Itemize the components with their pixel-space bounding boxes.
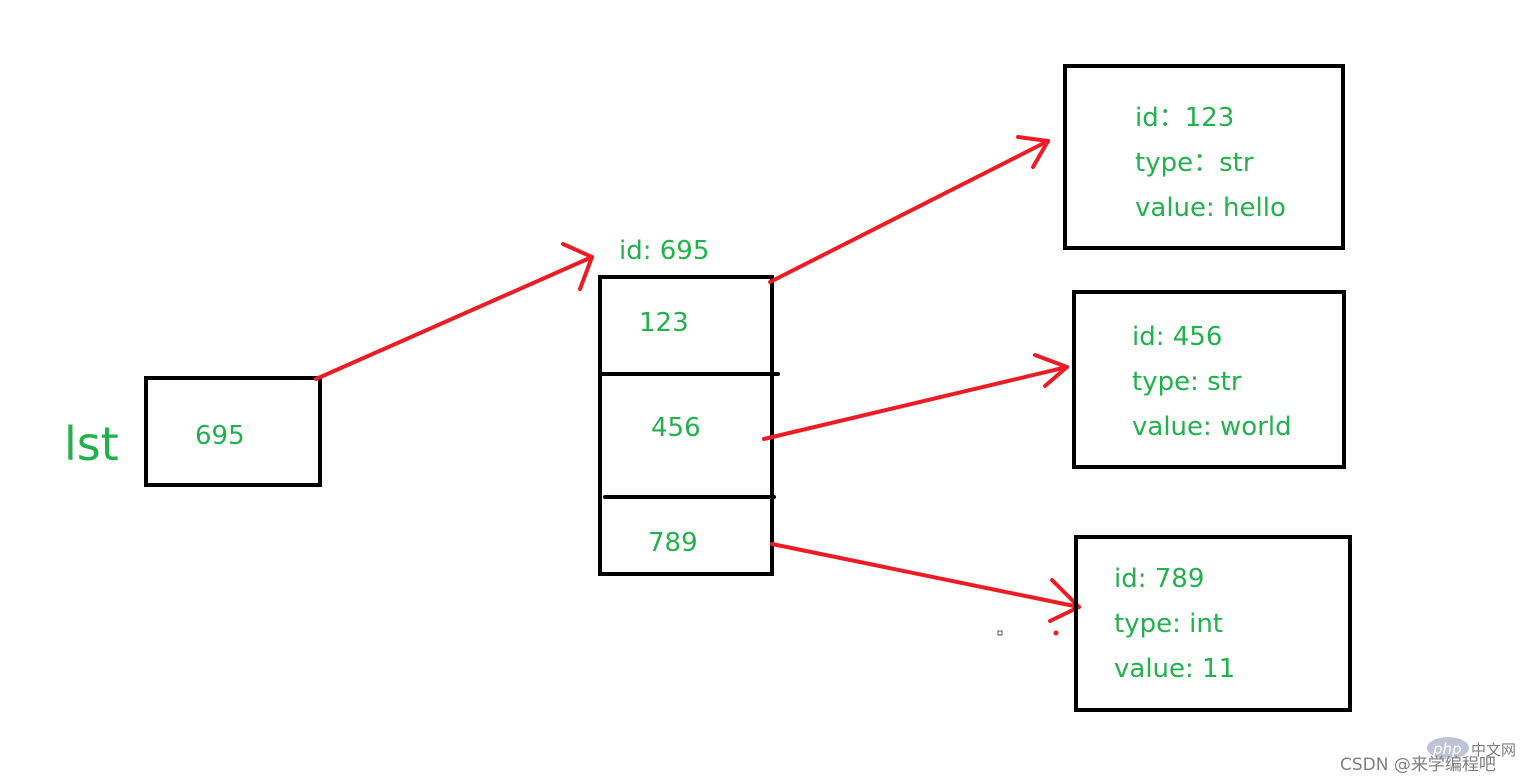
object-1-value: value: world	[1132, 412, 1292, 442]
object-1-type: type: str	[1132, 367, 1242, 397]
object-0-value: value: hello	[1135, 193, 1286, 223]
list-cell-2: 789	[648, 528, 698, 558]
object-0-id: id：123	[1135, 103, 1234, 133]
arrow-cell-1-to-object-1	[762, 353, 1069, 441]
object-box-2	[1074, 535, 1352, 712]
arrow-cell-2-to-object-2	[770, 542, 1081, 623]
object-2-type: type: int	[1114, 609, 1223, 639]
php-logo-text: php	[1432, 740, 1462, 758]
list-cell-1: 456	[651, 413, 701, 443]
object-1-id: id: 456	[1132, 322, 1222, 352]
list-id-label: id: 695	[619, 236, 709, 266]
arrow-cell-0-to-object-0	[768, 135, 1050, 284]
object-2-id: id: 789	[1114, 564, 1204, 594]
object-0-type: type：str	[1135, 148, 1254, 178]
list-box	[598, 275, 774, 576]
list-cell-0: 123	[639, 308, 689, 338]
watermark: php 中文网 CSDN @来学编程吧	[1340, 737, 1516, 775]
object-box-1	[1072, 290, 1346, 469]
object-box-0	[1063, 64, 1345, 250]
arrow-variable-to-list	[314, 242, 594, 381]
stray-gray-square	[997, 630, 1003, 636]
csdn-credit: CSDN @来学编程吧	[1340, 755, 1496, 775]
stray-red-dot	[1053, 630, 1059, 636]
variable-box	[144, 376, 322, 487]
variable-name: lst	[64, 417, 119, 471]
php-logo	[1427, 737, 1469, 759]
object-2-value: value: 11	[1114, 654, 1235, 684]
variable-value: 695	[195, 421, 245, 451]
php-site-name: 中文网	[1471, 741, 1516, 759]
